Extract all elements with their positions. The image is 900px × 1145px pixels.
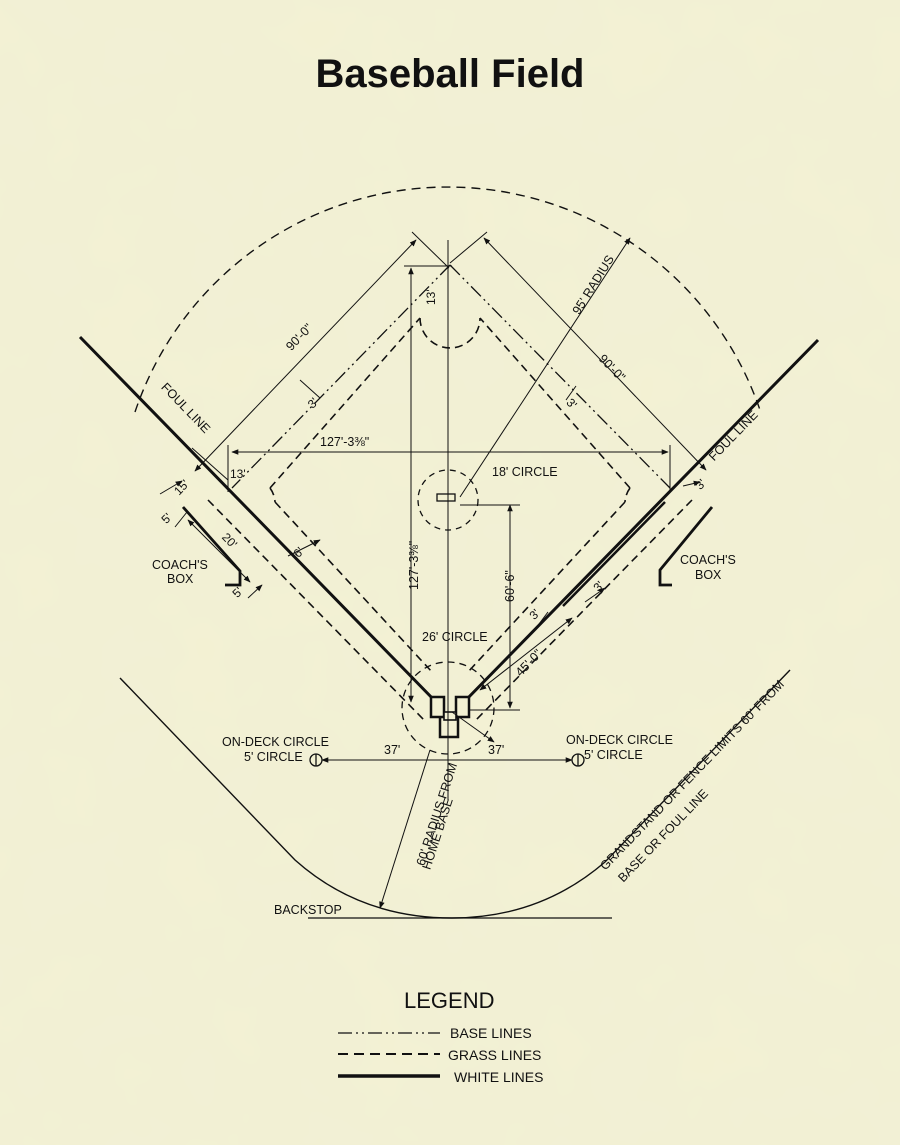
label-45: 45'-0" xyxy=(513,647,545,680)
foul-line-right xyxy=(461,338,820,705)
label-26-circle: 26' CIRCLE xyxy=(422,630,488,644)
legend-label-base-lines: BASE LINES xyxy=(450,1025,532,1041)
legend-label-white-lines: WHITE LINES xyxy=(454,1069,543,1085)
legend: LEGEND BASE LINES GRASS LINES WHITE LINE… xyxy=(338,988,543,1085)
label-95-radius: 95' RADIUS xyxy=(570,253,617,317)
label-on-deck-left-2: 5' CIRCLE xyxy=(244,750,303,764)
label-grandstand-1: GRANDSTAND OR FENCE LIMITS 60' FROM xyxy=(597,677,787,873)
label-127-vertical: 127'-3⅜" xyxy=(407,541,421,590)
label-20: 20' xyxy=(219,530,240,551)
label-60-6: 60'-6" xyxy=(503,570,517,602)
foul-line-left xyxy=(78,335,439,705)
base-lines xyxy=(231,264,671,489)
label-on-deck-right-1: ON-DECK CIRCLE xyxy=(566,733,673,747)
home-plate xyxy=(443,711,457,721)
label-coachs-box-right-2: BOX xyxy=(695,568,722,582)
label-6: 6' xyxy=(290,544,306,560)
label-third-arc: 13' xyxy=(230,467,246,481)
label-on-deck-right-2: 5' CIRCLE xyxy=(584,748,643,762)
label-second-arc: 13' xyxy=(424,289,438,305)
label-coachs-box-right-1: COACH'S xyxy=(680,553,736,567)
label-15: 15' xyxy=(171,477,192,498)
running-lane-line xyxy=(562,501,666,607)
label-127-horizontal: 127'-3⅜" xyxy=(320,435,369,449)
label-foul-line-right: FOUL LINE xyxy=(706,408,761,464)
label-5a: 5' xyxy=(158,510,174,526)
label-18-circle: 18' CIRCLE xyxy=(492,465,558,479)
label-3-box: 3' xyxy=(590,578,606,594)
label-coachs-box-left-1: COACH'S xyxy=(152,558,208,572)
pitchers-rubber xyxy=(436,493,456,502)
page-title: Baseball Field xyxy=(315,52,585,96)
label-37-left: 37' xyxy=(384,743,400,757)
label-90-first: 90'-0" xyxy=(596,352,628,385)
label-3-right: 3' xyxy=(563,396,579,412)
label-backstop: BACKSTOP xyxy=(274,903,342,917)
label-37-right: 37' xyxy=(488,743,504,757)
on-deck-circle-right xyxy=(571,753,585,767)
batters-box-right xyxy=(454,695,471,719)
coachs-box-right xyxy=(658,506,714,587)
label-3-foul: 3' xyxy=(692,476,708,492)
legend-title: LEGEND xyxy=(404,988,494,1013)
label-5b: 5' xyxy=(229,584,245,600)
label-90-third: 90'-0" xyxy=(283,321,315,354)
label-coachs-box-left-2: BOX xyxy=(167,572,194,586)
legend-label-grass-lines: GRASS LINES xyxy=(448,1047,541,1063)
batters-box-left xyxy=(429,695,446,719)
catchers-box xyxy=(438,717,460,739)
on-deck-circle-left xyxy=(309,753,323,767)
label-3-run: 3' xyxy=(526,606,542,622)
label-on-deck-left-1: ON-DECK CIRCLE xyxy=(222,735,329,749)
